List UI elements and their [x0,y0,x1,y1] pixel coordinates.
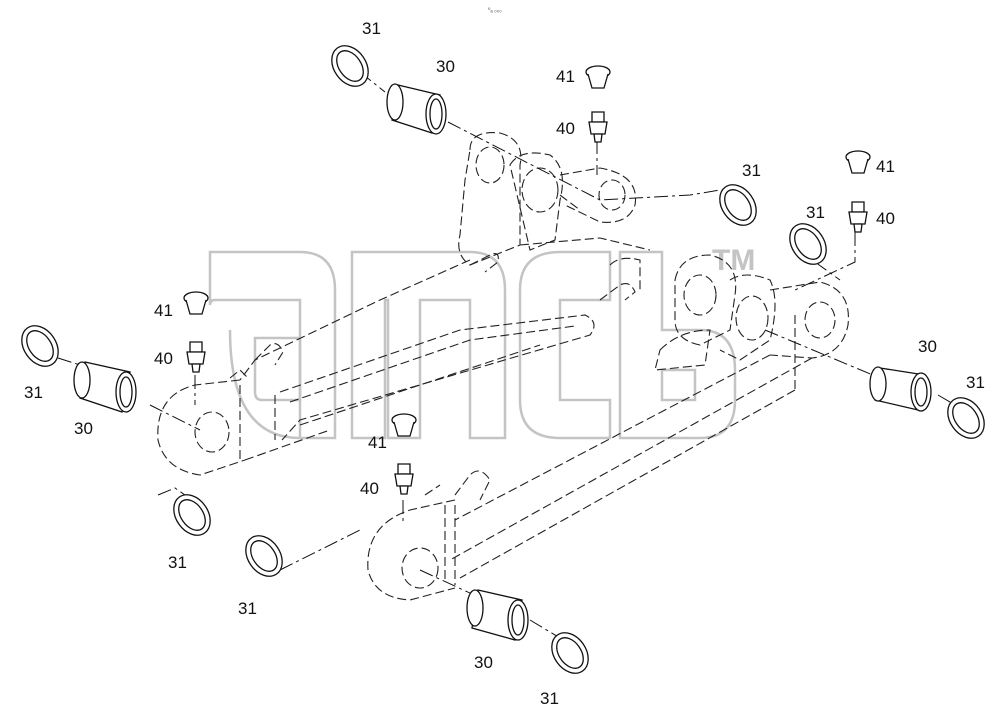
callout-31: 31 [806,203,825,222]
bushing-bottom [466,589,529,641]
bushing-right [869,366,932,412]
callout-30: 30 [436,57,455,76]
seal-ring-left-lower [173,494,211,536]
callout-31: 31 [540,689,559,708]
callout-31: 31 [24,383,43,402]
seal-ring-far-right [947,397,985,439]
seal-ring-top [331,45,369,87]
fitting-left [186,341,206,373]
callout-41: 41 [876,157,895,176]
callout-41: 41 [368,433,387,452]
callout-40: 40 [360,479,379,498]
leader-lines [57,71,956,639]
fitting-top [588,111,608,143]
cap-right [845,150,871,174]
seal-ring-left [21,325,59,367]
callout-31: 31 [966,373,985,392]
callout-31: 31 [742,161,761,180]
callout-labels: 31 30 41 40 31 41 40 31 41 40 30 31 31 3… [24,19,985,708]
cap-left [183,291,209,315]
callout-41: 41 [154,301,173,320]
boom-frame [157,132,849,601]
callout-30: 30 [74,419,93,438]
bushing-top [386,83,447,135]
callout-31: 31 [168,553,187,572]
callout-30: 30 [474,653,493,672]
callout-41: 41 [556,67,575,86]
header-code: ⁰ₐ ₀₀₀ [488,7,502,14]
seal-ring-bottom [551,632,589,674]
bushing-left [73,361,137,413]
seal-ring-right-mid [789,223,827,265]
callout-40: 40 [556,119,575,138]
watermark-tm: TM [712,244,755,277]
callout-31: 31 [362,19,381,38]
callout-31: 31 [238,599,257,618]
cap-front [391,413,417,437]
fitting-right [848,201,868,233]
callout-40: 40 [876,209,895,228]
seal-ring-upper-right [719,184,757,226]
watermark-logo: TM [208,244,755,440]
callout-40: 40 [154,349,173,368]
callout-30: 30 [918,337,937,356]
seal-ring-front-left [245,535,283,577]
fitting-front [394,463,414,495]
cap-top [585,65,611,89]
